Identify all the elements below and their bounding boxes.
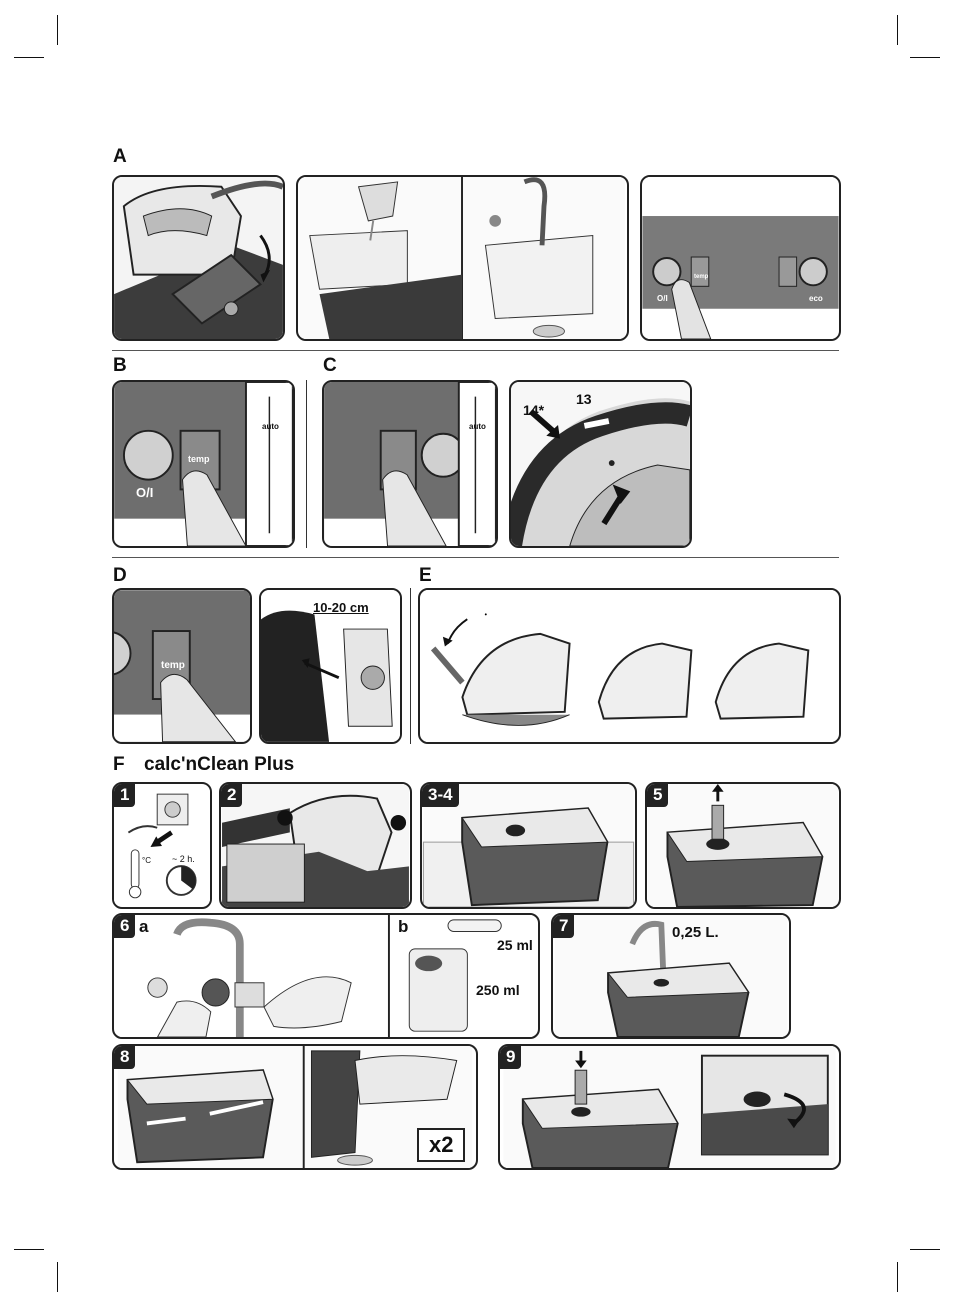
figure-a3-power-on: O/I temp eco xyxy=(640,175,841,341)
step-3-4-base-over-sink: 3-4 xyxy=(420,782,637,909)
repeat-twice-box: x2 xyxy=(417,1128,466,1162)
substep-a: a xyxy=(139,917,149,936)
crop-mark xyxy=(14,57,44,58)
figure-d-vertical-steam: 10-20 cm xyxy=(259,588,402,744)
step-7-fill-water: 7 0,25 L. xyxy=(551,913,791,1039)
step-number: 8 xyxy=(114,1046,136,1069)
figure-c-steam-button: auto xyxy=(322,380,498,548)
section-title-calcnclean: calc'nClean Plus xyxy=(144,754,295,775)
cool-time-label: ~ 2 h. xyxy=(172,854,195,864)
control-panel-power-illustration xyxy=(642,177,839,339)
step-2-remove-iron: 2 xyxy=(219,782,412,909)
step-6-rinse-and-prepare: 6 a b 25 ml 250 ml xyxy=(112,913,540,1039)
volume-250ml: 250 ml xyxy=(476,982,520,998)
figure-a1-iron-lock xyxy=(112,175,285,341)
figure-b-temp-button: O/I temp auto xyxy=(112,380,295,548)
iron-handle-trigger-illustration xyxy=(511,382,690,546)
temp-selection-illustration xyxy=(114,382,293,546)
step-8-shake-and-empty: 8 x2 xyxy=(112,1044,478,1170)
label-temp: temp xyxy=(694,274,709,280)
section-label-e: E xyxy=(419,565,432,586)
section-label-f: F xyxy=(113,754,125,775)
remove-iron-illustration xyxy=(222,784,409,907)
substep-b: b xyxy=(398,917,409,936)
unscrew-cap-illustration xyxy=(648,784,838,907)
fill-water-tank-illustration xyxy=(300,177,625,339)
label-oi: O/I xyxy=(136,485,154,500)
iron-on-base-illustration xyxy=(114,177,283,339)
step-5-unscrew-cap: 5 xyxy=(645,782,841,909)
crop-mark xyxy=(897,15,898,45)
divider xyxy=(112,557,839,558)
step-number: 9 xyxy=(500,1046,522,1069)
section-label-c: C xyxy=(323,355,337,376)
crop-mark xyxy=(57,1262,58,1292)
label-auto: auto xyxy=(262,422,279,431)
step-number: 2 xyxy=(221,784,243,807)
step-number: 1 xyxy=(114,784,136,807)
divider xyxy=(112,350,839,351)
crop-mark xyxy=(57,15,58,45)
rinse-and-descale-solution-illustration xyxy=(118,915,534,1037)
replace-cap-illustration xyxy=(503,1046,836,1168)
step-9-replace-cap: 9 xyxy=(498,1044,841,1170)
volume-25ml: 25 ml xyxy=(497,937,533,953)
figure-d-temp-button: temp xyxy=(112,588,252,744)
divider xyxy=(410,588,411,744)
callout-14: 14* xyxy=(523,402,545,418)
vertical-steam-illustration xyxy=(261,590,400,742)
section-label-b: B xyxy=(113,355,127,376)
temp-button-press-illustration xyxy=(114,590,250,742)
label-temp: temp xyxy=(161,660,185,671)
crop-mark xyxy=(897,1262,898,1292)
label-oi: O/I xyxy=(657,294,668,303)
label-temp: temp xyxy=(188,454,210,464)
figure-e-storage xyxy=(418,588,841,744)
iron-storage-illustration xyxy=(423,590,836,742)
distance-label: 10-20 cm xyxy=(313,600,369,615)
crop-mark xyxy=(910,1249,940,1250)
step-number: 7 xyxy=(553,915,575,938)
step-number: 5 xyxy=(647,784,669,807)
callout-13: 13 xyxy=(576,391,592,407)
fill-water-illustration xyxy=(554,915,788,1037)
section-label-a: A xyxy=(113,146,127,167)
label-auto: auto xyxy=(469,422,486,431)
temperature-symbol: °C xyxy=(142,856,151,865)
shake-and-empty-illustration xyxy=(117,1046,473,1168)
crop-mark xyxy=(910,57,940,58)
step-1-unplug: 1 ~ 2 h. °C xyxy=(112,782,212,909)
section-label-d: D xyxy=(113,565,127,586)
divider xyxy=(306,380,307,548)
steam-selection-illustration xyxy=(324,382,496,546)
figure-c-steam-trigger: 14* 13 xyxy=(509,380,692,548)
volume-label: 0,25 L. xyxy=(672,924,719,941)
crop-mark xyxy=(14,1249,44,1250)
label-eco: eco xyxy=(809,294,823,303)
step-number: 3-4 xyxy=(422,784,459,807)
step-number: 6 xyxy=(114,915,136,938)
figure-a2-fill-tank xyxy=(296,175,629,341)
